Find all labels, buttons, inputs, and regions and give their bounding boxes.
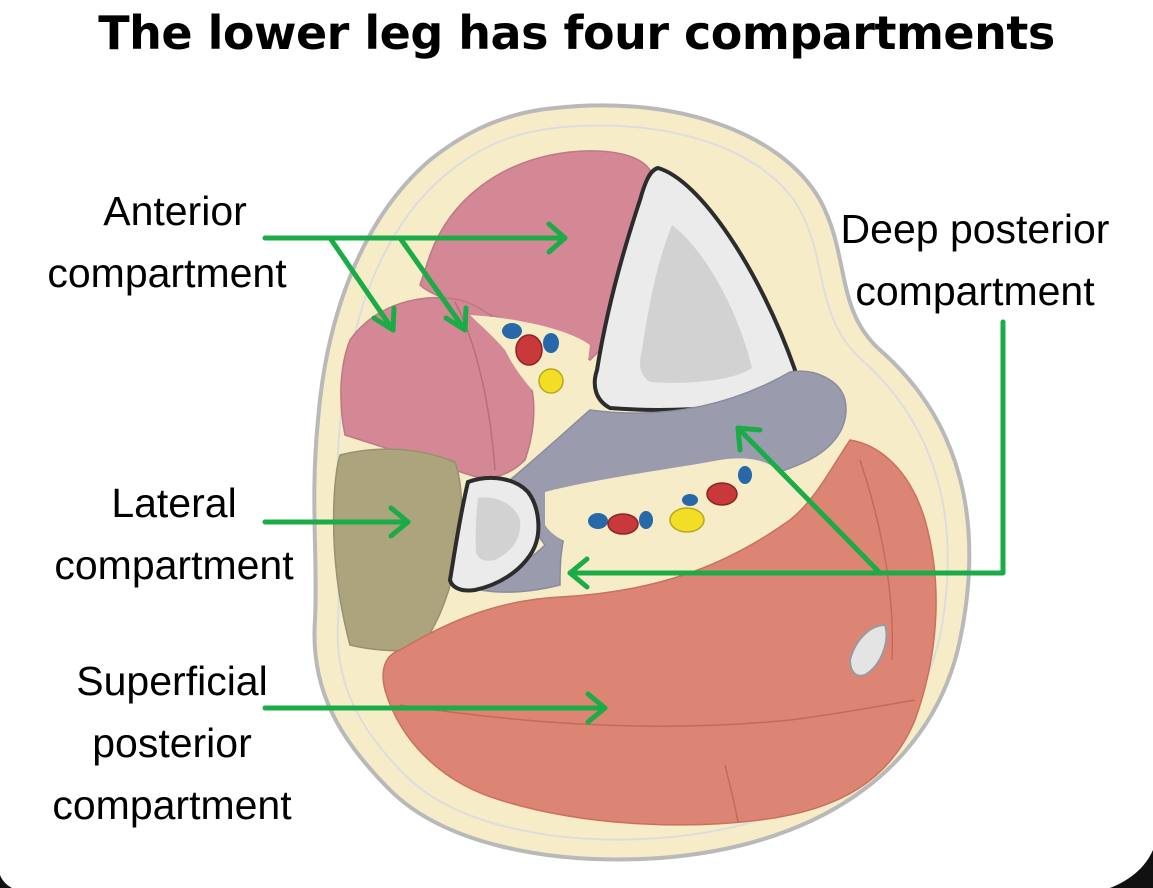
anterior-label-line-2: compartment	[47, 250, 287, 296]
anterior-artery	[515, 334, 543, 366]
lateral-compartment-label: Lateral compartment	[14, 472, 334, 596]
deep-posterior-arrowhead-2	[735, 425, 763, 453]
deep-posterior-compartment-label: Deep posterior compartment	[805, 198, 1145, 322]
anterior-compartment-label: Anterior compartment	[12, 180, 322, 304]
peroneal-vein-1	[588, 513, 608, 529]
deep-posterior-arrowhead-1	[567, 556, 590, 590]
superficial-posterior-label-line-3: compartment	[52, 782, 292, 828]
superficial-septum-line-2	[724, 764, 739, 823]
lateral-label-line-2: compartment	[54, 542, 294, 588]
deep-peroneal-nerve	[538, 368, 564, 394]
anterior-arrowhead-1	[371, 305, 397, 333]
deep-posterior-arrow-stem	[877, 319, 1006, 576]
deep-posterior-label-line-1: Deep posterior	[840, 206, 1110, 252]
anterior-label-line-1: Anterior	[103, 188, 247, 234]
superficial-septum-line	[399, 699, 916, 727]
deep-posterior-arrow-2	[735, 425, 883, 576]
superficial-posterior-label-line-2: posterior	[92, 720, 252, 766]
superficial-posterior-arrowhead	[585, 691, 608, 725]
deep-posterior-label-line-2: compartment	[855, 268, 1095, 314]
anterior-vein-1	[502, 323, 522, 339]
anterior-arrowhead-main	[546, 221, 568, 255]
anterior-arrowhead-2	[443, 305, 469, 333]
tibia-marrow	[640, 225, 752, 383]
anterior-muscle-lower	[340, 297, 535, 479]
anterior-vein-2	[543, 333, 559, 353]
fibula-marrow	[475, 497, 521, 561]
anterior-arrow-branch-1	[327, 235, 396, 333]
lateral-label-line-1: Lateral	[111, 480, 237, 526]
superficial-posterior-muscle	[382, 439, 937, 826]
superficial-septum-line-3	[859, 459, 894, 661]
tibial-nerve	[669, 507, 705, 533]
diagram-title: The lower leg has four compartments	[98, 6, 1055, 60]
label-arrows	[262, 221, 1006, 725]
posterior-tibial-vein-2	[738, 466, 752, 484]
small-saphenous-vein	[848, 623, 888, 677]
anterior-arrow-branch-2	[397, 235, 468, 333]
superficial-posterior-label-line-1: Superficial	[76, 658, 268, 704]
peroneal-vein-2	[639, 511, 653, 529]
posterior-tibial-vein-1	[682, 494, 698, 506]
posterior-tibial-artery	[706, 482, 738, 506]
lateral-arrowhead	[388, 505, 411, 539]
anterior-septum-line	[454, 301, 496, 471]
peroneal-artery	[607, 513, 639, 535]
superficial-posterior-compartment-label: Superficial posterior compartment	[12, 650, 332, 836]
